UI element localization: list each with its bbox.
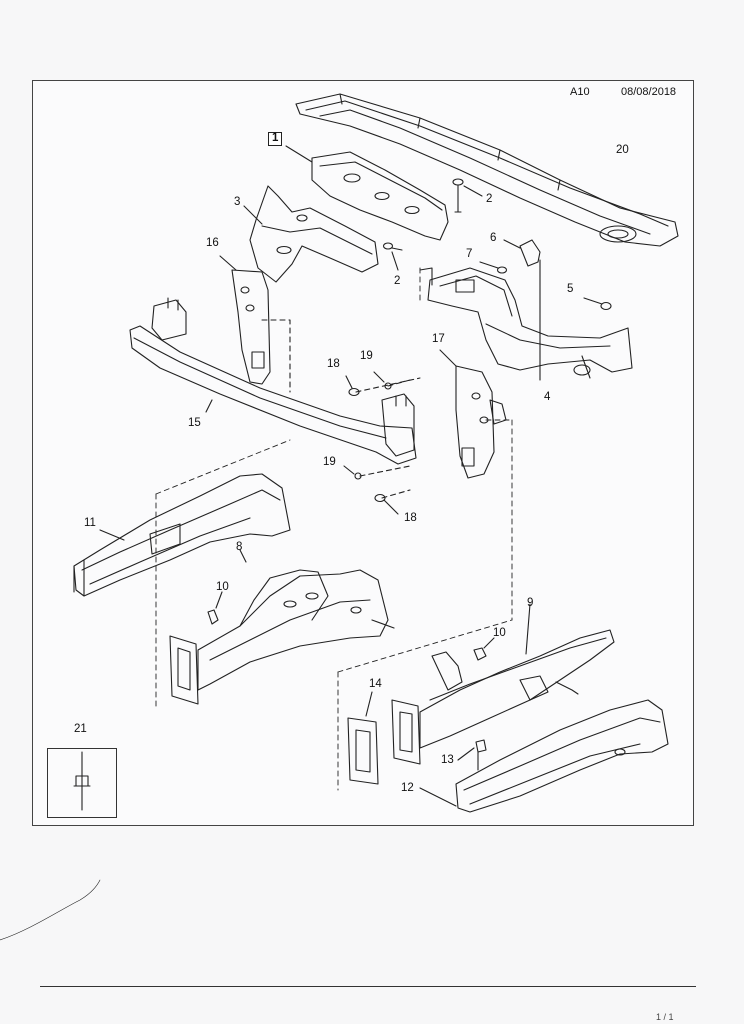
callout-13: 13 (441, 754, 454, 766)
part-8-left-rail (169, 549, 395, 705)
callout-21: 21 (74, 723, 87, 735)
callout-6: 6 (490, 232, 497, 244)
bolt-10-left (207, 591, 223, 625)
callout-10-left: 10 (216, 581, 229, 593)
callout-11: 11 (84, 517, 96, 529)
callout-15: 15 (188, 417, 201, 429)
callout-19-lower: 19 (323, 456, 336, 468)
bolt-18-upper (345, 375, 360, 397)
assembly-guide-lines (155, 261, 541, 791)
part-12-lower-rail (419, 699, 669, 813)
callout-4: 4 (544, 391, 551, 403)
part-11-frame-extension (73, 473, 291, 597)
diagram-date: 08/08/2018 (621, 86, 677, 98)
bolt-2-upper (452, 178, 483, 213)
diagram-frame (32, 80, 694, 826)
callout-2-upper: 2 (486, 193, 493, 205)
bolt-18-lower (374, 493, 399, 515)
callout-1: 1 (268, 132, 283, 146)
callout-8: 8 (236, 541, 243, 553)
callout-19-upper: 19 (360, 350, 373, 362)
callout-20: 20 (616, 144, 629, 156)
part-13-bolt (457, 739, 487, 771)
footer-rule (40, 986, 696, 987)
paper-crease (0, 879, 101, 941)
callout-18-upper: 18 (327, 358, 340, 370)
bolt-10-right (473, 637, 495, 661)
callout-16: 16 (206, 237, 219, 249)
section-code: A10 (570, 86, 590, 98)
callout-7: 7 (466, 248, 473, 260)
part-6-clip (503, 239, 541, 267)
part-15-bumper-beam (129, 297, 417, 465)
part-14-plate (347, 691, 379, 785)
part-1-bracket (285, 145, 449, 241)
part-20-upper-crossmember (295, 93, 679, 247)
callout-9: 9 (527, 597, 534, 609)
callout-12: 12 (401, 782, 414, 794)
part-3-bracket (243, 185, 379, 283)
part-9-right-rail (391, 603, 615, 765)
callout-3: 3 (234, 196, 241, 208)
part-16-plate (219, 255, 291, 393)
callout-17: 17 (432, 333, 445, 345)
page-number: 1 / 1 (656, 1012, 674, 1022)
part-5-bolt (583, 297, 612, 311)
part-21-rivet (73, 751, 91, 811)
callout-5: 5 (567, 283, 574, 295)
callout-2-lower: 2 (394, 275, 401, 287)
callout-18-lower: 18 (404, 512, 417, 524)
bolt-2-lower (382, 242, 403, 271)
part-17-plate (439, 349, 507, 479)
callout-14: 14 (369, 678, 382, 690)
part-7-bolt (479, 261, 508, 274)
nut-19-lower (343, 465, 362, 480)
callout-10-right: 10 (493, 627, 506, 639)
part-21-inset-box (47, 748, 117, 818)
